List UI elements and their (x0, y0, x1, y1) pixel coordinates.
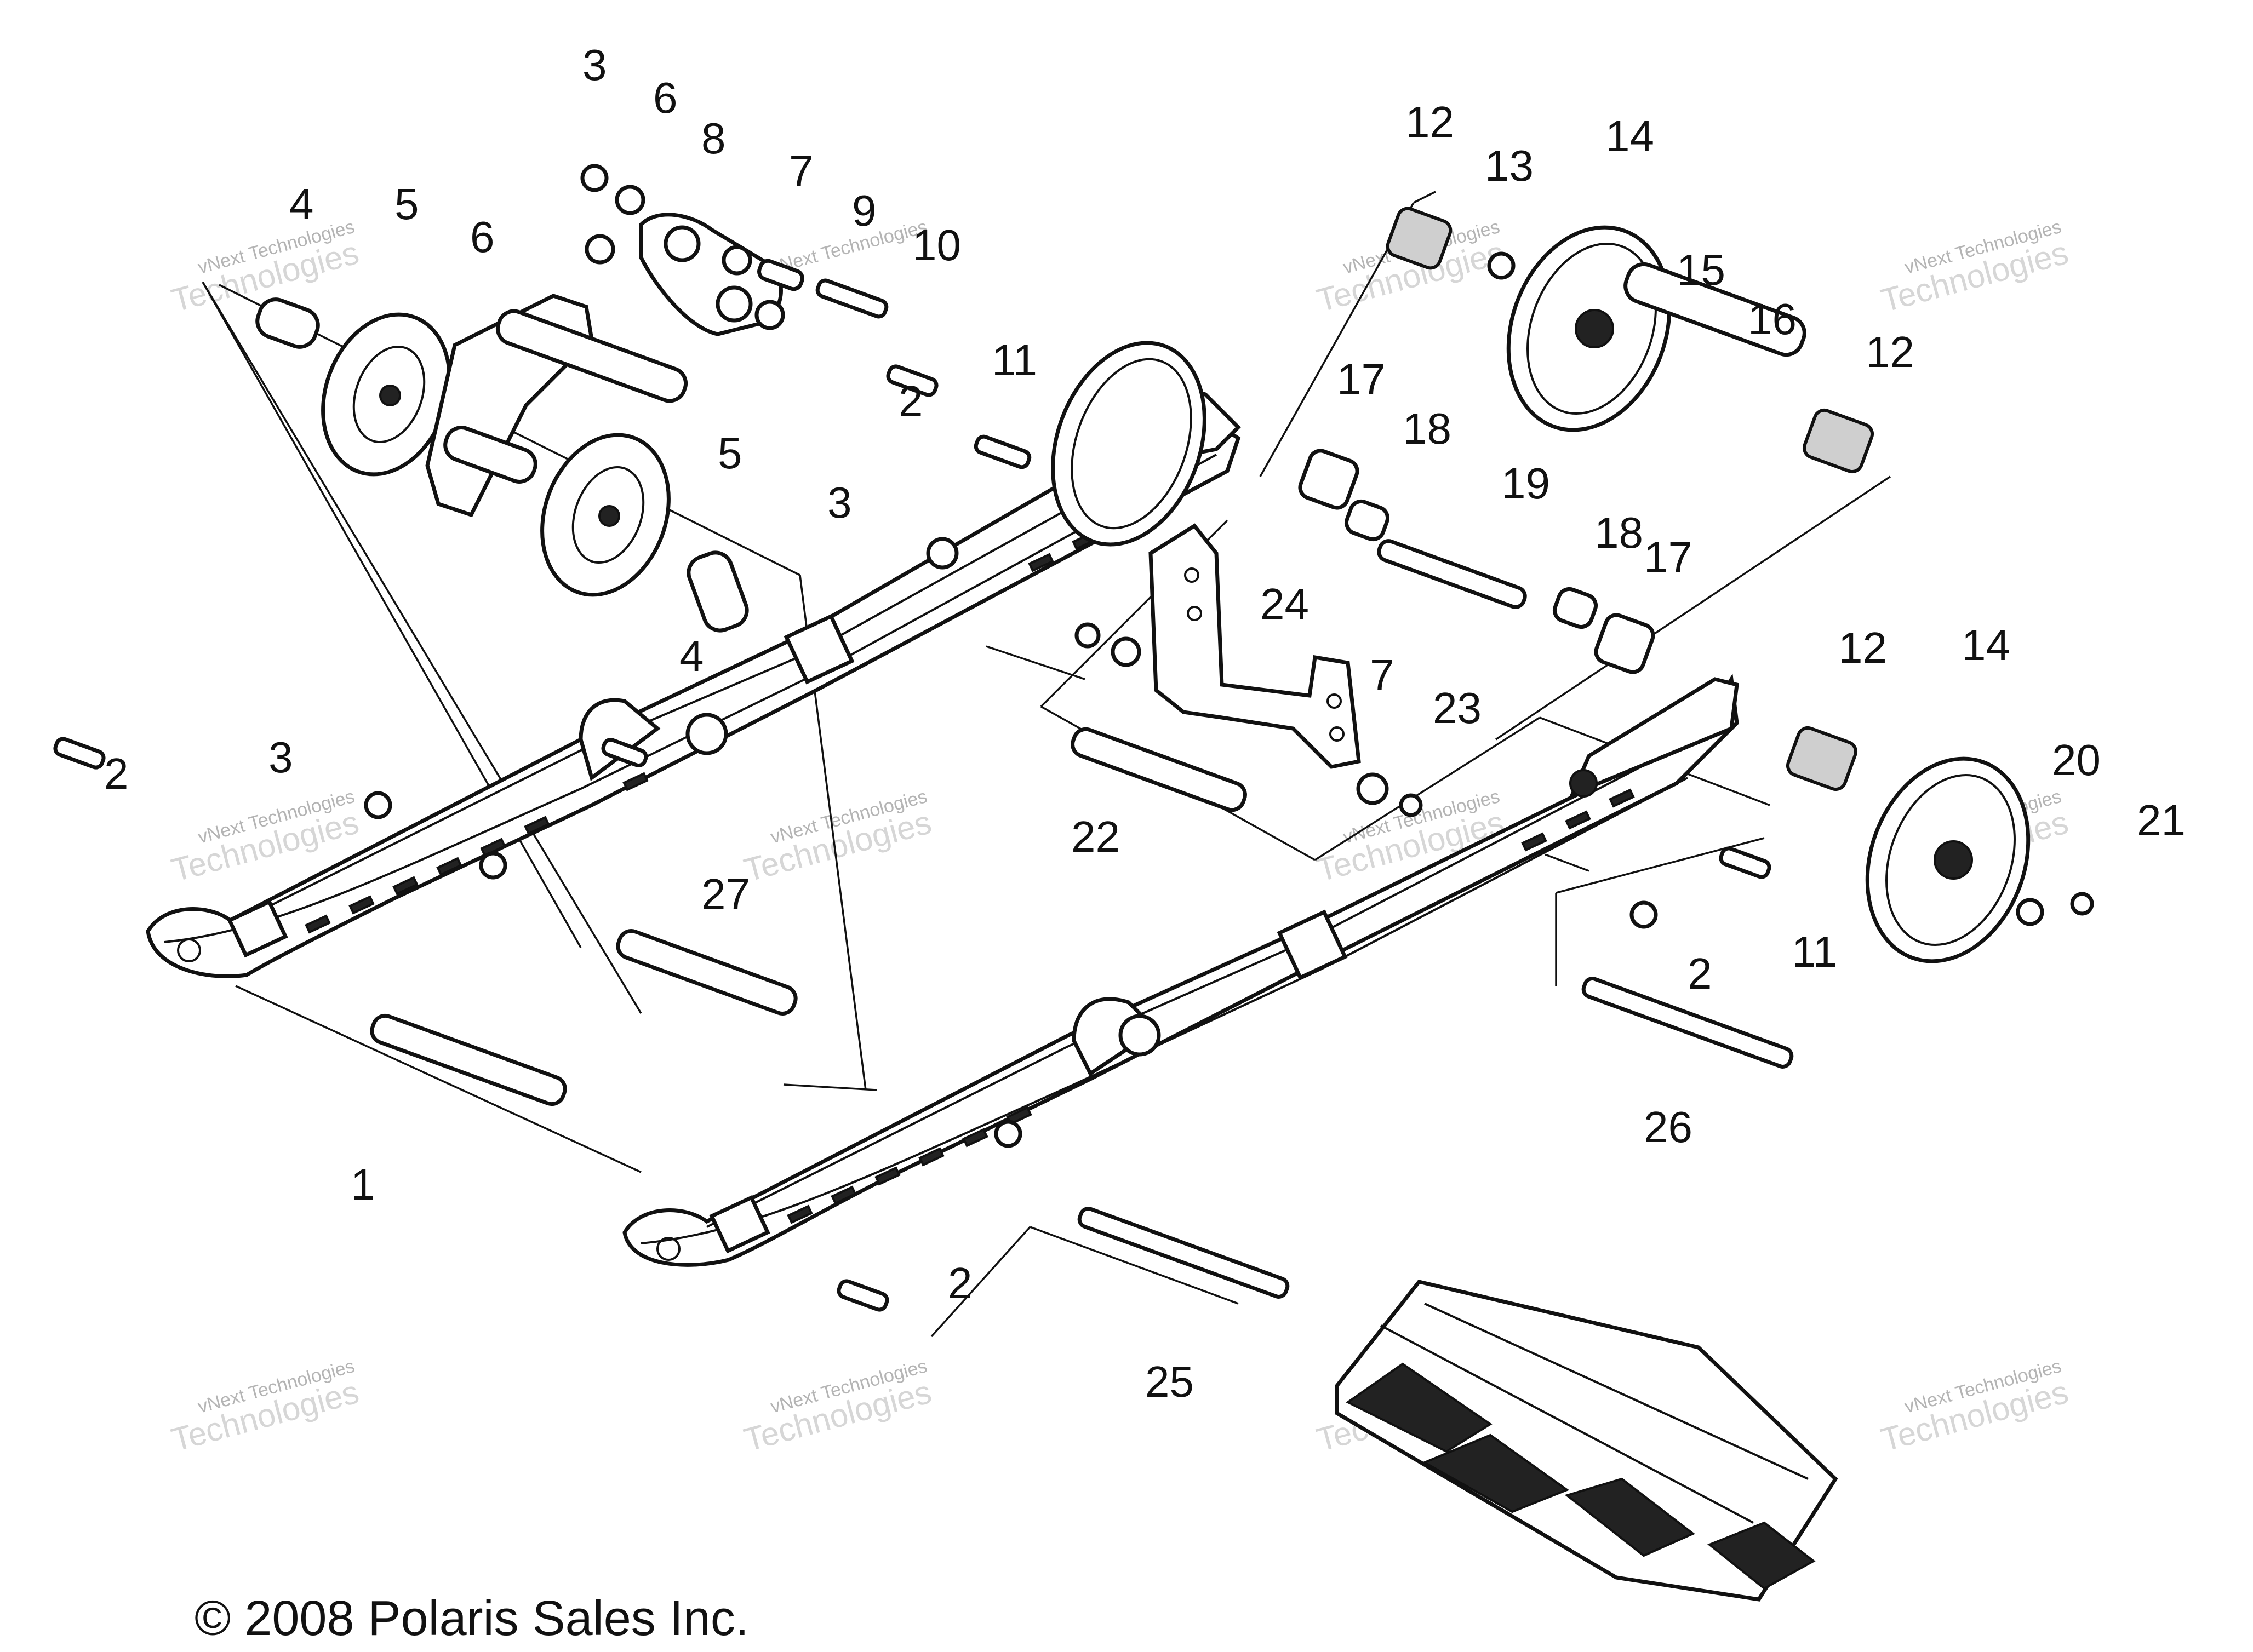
callout-11: 11 (1792, 927, 1837, 976)
rail-slots (787, 788, 1635, 1224)
callouts: 3 6 8 7 9 10 4 5 6 5 11 2 3 4 3 2 27 1 2… (104, 41, 2186, 1406)
callout-4: 4 (679, 632, 704, 680)
slide-26 (1335, 1280, 1838, 1602)
bracket-12c (1786, 726, 1858, 791)
callout-12: 12 (1838, 623, 1887, 672)
rail-right (622, 673, 1739, 1267)
bracket-12b (1802, 408, 1874, 474)
callout-15: 15 (1677, 245, 1725, 294)
rear-wheel-driveside (1051, 341, 1206, 547)
callout-7: 7 (1370, 651, 1394, 699)
callout-25: 26 (1644, 1103, 1692, 1151)
bolt-21 (2070, 892, 2094, 916)
bracket-12a (1386, 206, 1453, 270)
rear-wheel-14a (1506, 225, 1672, 432)
callout-7: 7 (789, 147, 814, 196)
callout-6: 6 (470, 213, 495, 261)
axle-15 (1623, 262, 1806, 357)
callout-18: 18 (1594, 508, 1643, 557)
callout-12: 12 (1866, 328, 1914, 376)
callout-12: 12 (1405, 97, 1454, 146)
callout-5: 5 (394, 180, 419, 228)
callout-22: 22 (1071, 812, 1120, 861)
callout-2: 2 (899, 377, 923, 426)
callout-23: 23 (1433, 684, 1482, 732)
callout-7: 6 (653, 73, 678, 122)
shafts (370, 449, 1794, 1299)
callout-5: 5 (718, 429, 742, 478)
hardware (53, 364, 1771, 1312)
callout-18: 18 (1403, 404, 1451, 453)
washer-20 (2016, 898, 2044, 926)
callout-16: 16 (1748, 295, 1797, 343)
callout-20: 20 (2052, 736, 2101, 784)
callout-3: 3 (268, 733, 293, 782)
callout-3: 3 (582, 41, 607, 89)
idler-wheel-5b (540, 433, 671, 597)
callout-11: 11 (992, 336, 1037, 385)
callout-21: 21 (2137, 796, 2186, 845)
rear-arm-24 (1148, 523, 1423, 817)
callout-24: 24 (1260, 580, 1309, 628)
copyright-notice: © 2008 Polaris Sales Inc. (195, 1591, 749, 1646)
callout-25: 25 (1145, 1357, 1194, 1406)
idler-assembly (255, 164, 889, 597)
callout-2: 2 (104, 749, 129, 798)
callout-1: 1 (351, 1160, 375, 1209)
callout-19: 19 (1501, 459, 1550, 508)
rear-wheel-14b (1865, 756, 2031, 963)
callout-14: 14 (1605, 112, 1654, 160)
callout-17: 17 (1337, 355, 1386, 404)
callout-14: 14 (1962, 621, 2010, 669)
callout-4: 4 (289, 180, 314, 228)
callout-8: 8 (701, 114, 726, 163)
callout-17: 17 (1644, 533, 1692, 582)
callout-2: 2 (1688, 949, 1712, 998)
callout-10: 10 (912, 221, 961, 269)
callout-2: 2 (948, 1259, 973, 1307)
callout-27: 27 (701, 870, 750, 919)
callout-9: 9 (852, 186, 877, 235)
callout-3: 3 (827, 478, 852, 527)
callout-13: 13 (1485, 141, 1534, 190)
